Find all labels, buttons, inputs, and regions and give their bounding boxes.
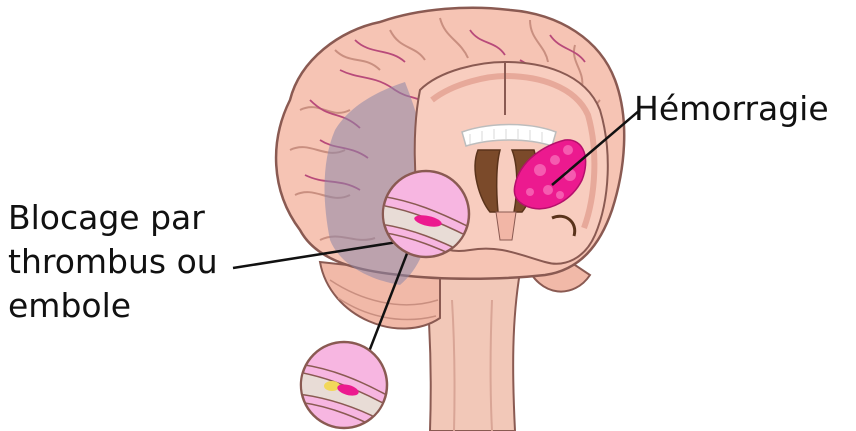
hemorrhage-label: Hémorragie [634,87,829,131]
blockage-label-line-2: thrombus ou [8,240,218,284]
blockage-label: Blocage par thrombus ou embole [8,196,218,328]
magnifier-artery-lower [298,342,392,431]
blockage-label-line-3: embole [8,284,218,328]
blockage-label-line-1: Blocage par [8,196,218,240]
hemorrhage-label-text: Hémorragie [634,89,829,128]
